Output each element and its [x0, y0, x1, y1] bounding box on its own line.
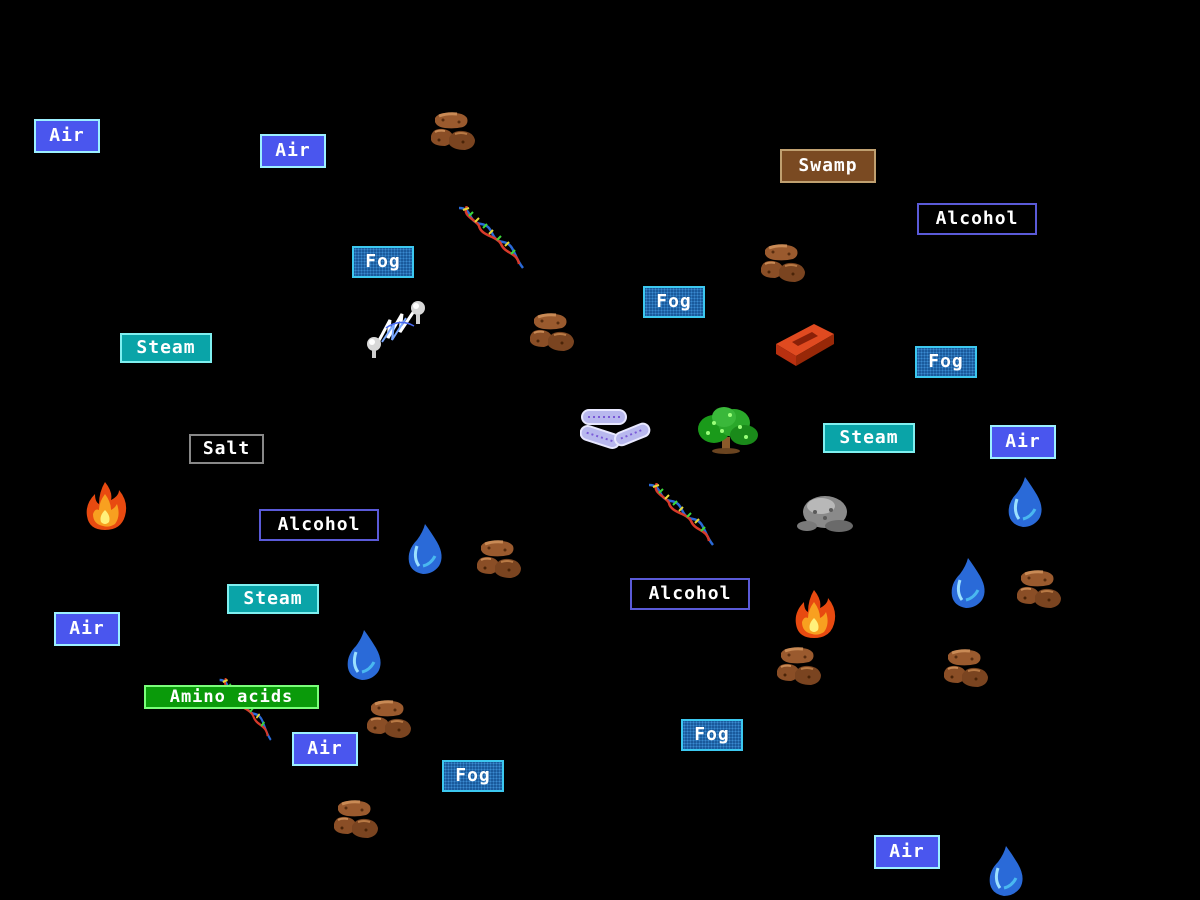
stone-icon[interactable] — [429, 110, 479, 154]
element-swamp[interactable]: Swamp — [780, 149, 876, 183]
stone-icon[interactable] — [475, 538, 525, 582]
fire-icon[interactable] — [794, 588, 838, 642]
element-amino-acids[interactable]: Amino acids — [144, 685, 319, 709]
water-drop-icon[interactable] — [344, 628, 384, 682]
element-fog[interactable]: Fog — [915, 346, 977, 378]
rock-icon[interactable] — [795, 492, 855, 536]
bacteria-icon[interactable] — [580, 406, 652, 460]
stone-icon[interactable] — [332, 798, 382, 842]
brick-icon[interactable] — [774, 318, 836, 368]
element-alcohol[interactable]: Alcohol — [917, 203, 1037, 235]
element-fog[interactable]: Fog — [352, 246, 414, 278]
element-steam[interactable]: Steam — [823, 423, 915, 453]
element-air[interactable]: Air — [990, 425, 1056, 459]
stone-icon[interactable] — [759, 242, 809, 286]
water-drop-icon[interactable] — [1005, 475, 1045, 529]
water-drop-icon[interactable] — [948, 556, 988, 610]
stone-icon[interactable] — [775, 645, 825, 689]
water-drop-icon[interactable] — [405, 522, 445, 576]
element-air[interactable]: Air — [34, 119, 100, 153]
element-air[interactable]: Air — [54, 612, 120, 646]
element-alcohol[interactable]: Alcohol — [630, 578, 750, 610]
fire-icon[interactable] — [85, 480, 129, 534]
element-steam[interactable]: Steam — [227, 584, 319, 614]
dna-icon[interactable] — [647, 483, 717, 551]
stone-icon[interactable] — [942, 647, 992, 691]
electricity-icon[interactable] — [366, 298, 430, 360]
element-air[interactable]: Air — [874, 835, 940, 869]
stone-icon[interactable] — [528, 311, 578, 355]
element-fog[interactable]: Fog — [643, 286, 705, 318]
stone-icon[interactable] — [365, 698, 415, 742]
dna-icon[interactable] — [457, 206, 527, 274]
element-alcohol[interactable]: Alcohol — [259, 509, 379, 541]
stone-icon[interactable] — [1015, 568, 1065, 612]
element-air[interactable]: Air — [292, 732, 358, 766]
element-fog[interactable]: Fog — [442, 760, 504, 792]
element-air[interactable]: Air — [260, 134, 326, 168]
element-salt[interactable]: Salt — [189, 434, 264, 464]
element-fog[interactable]: Fog — [681, 719, 743, 751]
tree-icon[interactable] — [694, 405, 762, 457]
water-drop-icon[interactable] — [986, 844, 1026, 898]
element-steam[interactable]: Steam — [120, 333, 212, 363]
